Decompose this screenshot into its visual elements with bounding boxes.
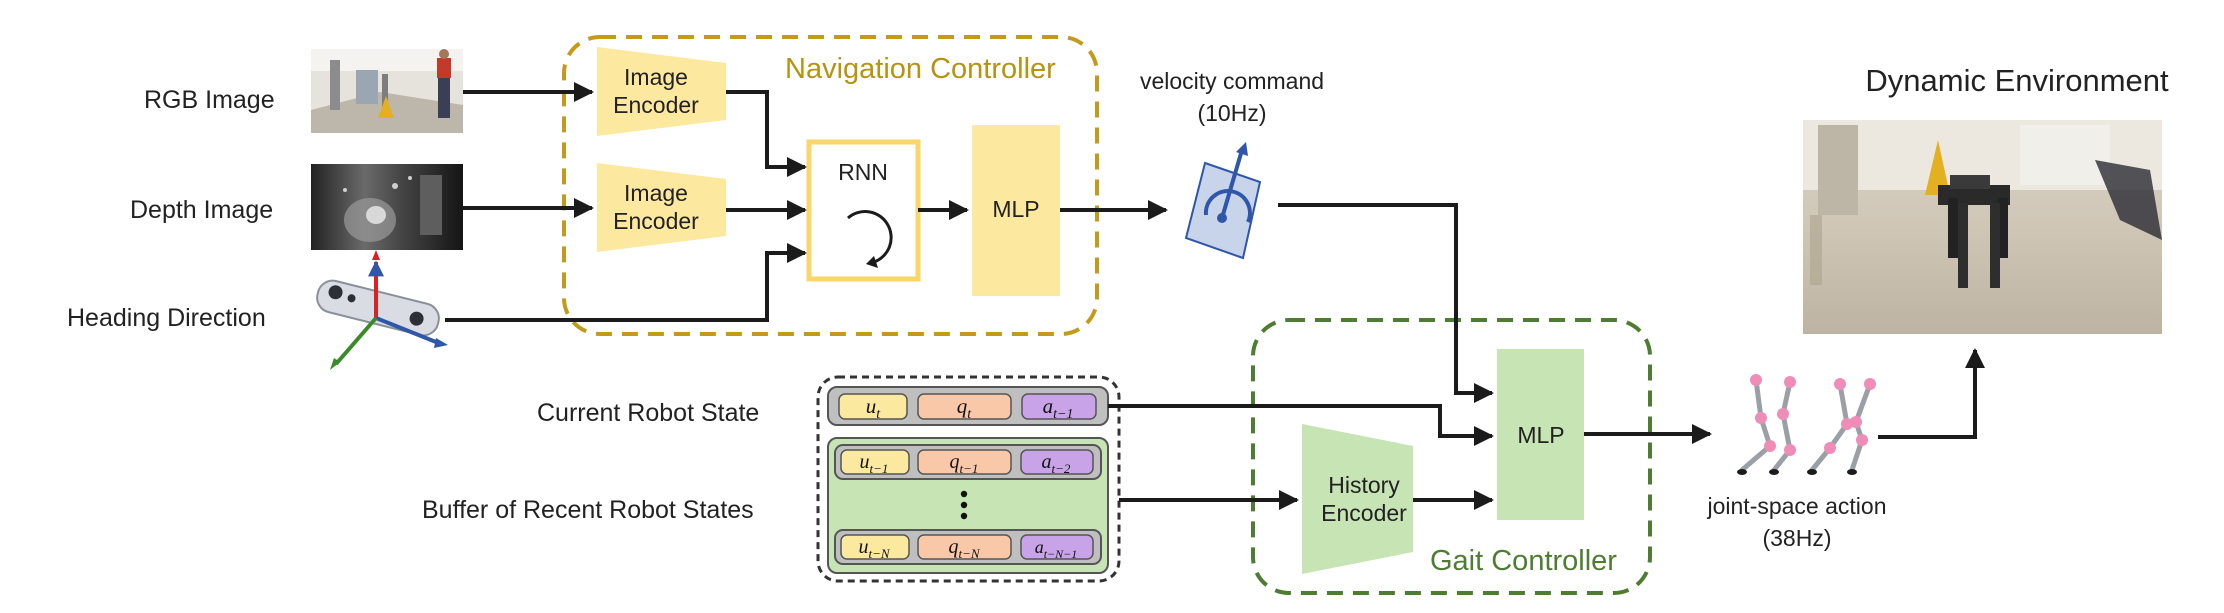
gait-mlp-label: MLP (1517, 422, 1564, 448)
leg-feet (1737, 469, 1857, 475)
buffer-a1-symbol: at−2 (1042, 451, 1071, 476)
image-encoder-depth-line1: Image (624, 180, 688, 206)
heading-direction-label: Heading Direction (67, 304, 266, 332)
environment-title: Dynamic Environment (1865, 63, 2169, 98)
buffer-aN-symbol: at−N−1 (1035, 537, 1078, 561)
image-encoder-rgb: Image Encoder (597, 47, 726, 136)
rgb-image-label: RGB Image (144, 86, 275, 114)
robot-state-group (816, 375, 1121, 583)
ellipsis-dot (960, 512, 968, 520)
buffer-q1-symbol: qt−1 (950, 451, 979, 476)
current-robot-state-label: Current Robot State (537, 399, 759, 427)
gait-mlp-block: MLP (1497, 349, 1584, 520)
rgb-encoder-to-rnn-arrow (726, 90, 807, 177)
image-encoder-rgb-line2: Encoder (613, 92, 699, 118)
heading-to-rnn-arrow (445, 243, 807, 322)
gait-controller-boundary (1251, 318, 1652, 595)
history-encoder-block: History Encoder (1302, 424, 1413, 574)
robot-photo (1803, 120, 2162, 334)
velocity-rate-label: (10Hz) (1197, 100, 1266, 126)
velocity-to-gait-mlp-arrow (1278, 203, 1494, 403)
action-to-environment-arrow (1878, 348, 1985, 439)
depth-camera-icon (316, 250, 448, 370)
history-encoder-line1: History (1328, 472, 1400, 498)
buffer-uN-symbol: ut−N (858, 536, 890, 561)
rnn-label: RNN (838, 159, 888, 185)
buffer-block: ut−1 qt−1 at−2 ut−N qt−N at−N−1 (827, 437, 1109, 574)
joint-space-action-label: joint-space action (1707, 493, 1887, 519)
current-a-symbol: at−1 (1043, 394, 1074, 422)
buffer-u1-symbol: ut−1 (860, 451, 889, 476)
velocity-command-label: velocity command (1140, 68, 1324, 94)
history-encoder-line2: Encoder (1321, 500, 1407, 526)
rnn-block: RNN (806, 139, 921, 282)
buffer-label: Buffer of Recent Robot States (422, 496, 754, 524)
ellipsis-dot (960, 490, 968, 498)
depth-image-thumbnail (311, 164, 463, 250)
rgb-image-thumbnail (311, 49, 463, 133)
navigation-controller-boundary (562, 35, 1099, 336)
buffer-qN-symbol: qt−N (948, 536, 980, 561)
velocity-command-icon (1184, 142, 1262, 260)
gait-controller-title: Gait Controller (1430, 545, 1617, 577)
connection-arrows (445, 82, 1985, 510)
current-u-symbol: ut (866, 394, 882, 422)
current-q-symbol: qt (957, 394, 973, 422)
image-encoder-rgb-line1: Image (624, 64, 688, 90)
nav-mlp-block: MLP (972, 125, 1060, 296)
leg-joints (1750, 374, 1876, 456)
depth-image-label: Depth Image (130, 196, 273, 224)
leg-skeleton-icon (1739, 377, 1873, 473)
current-state-row: ut qt at−1 (827, 386, 1109, 426)
ellipsis-dot (960, 501, 968, 509)
recurrence-icon (847, 210, 893, 264)
nav-mlp-label: MLP (992, 196, 1039, 222)
current-state-to-mlp-arrow (1108, 404, 1494, 446)
navigation-controller-title: Navigation Controller (785, 53, 1056, 85)
image-encoder-depth: Image Encoder (597, 163, 726, 252)
image-encoder-depth-line2: Encoder (613, 208, 699, 234)
joint-space-rate-label: (38Hz) (1762, 525, 1831, 551)
